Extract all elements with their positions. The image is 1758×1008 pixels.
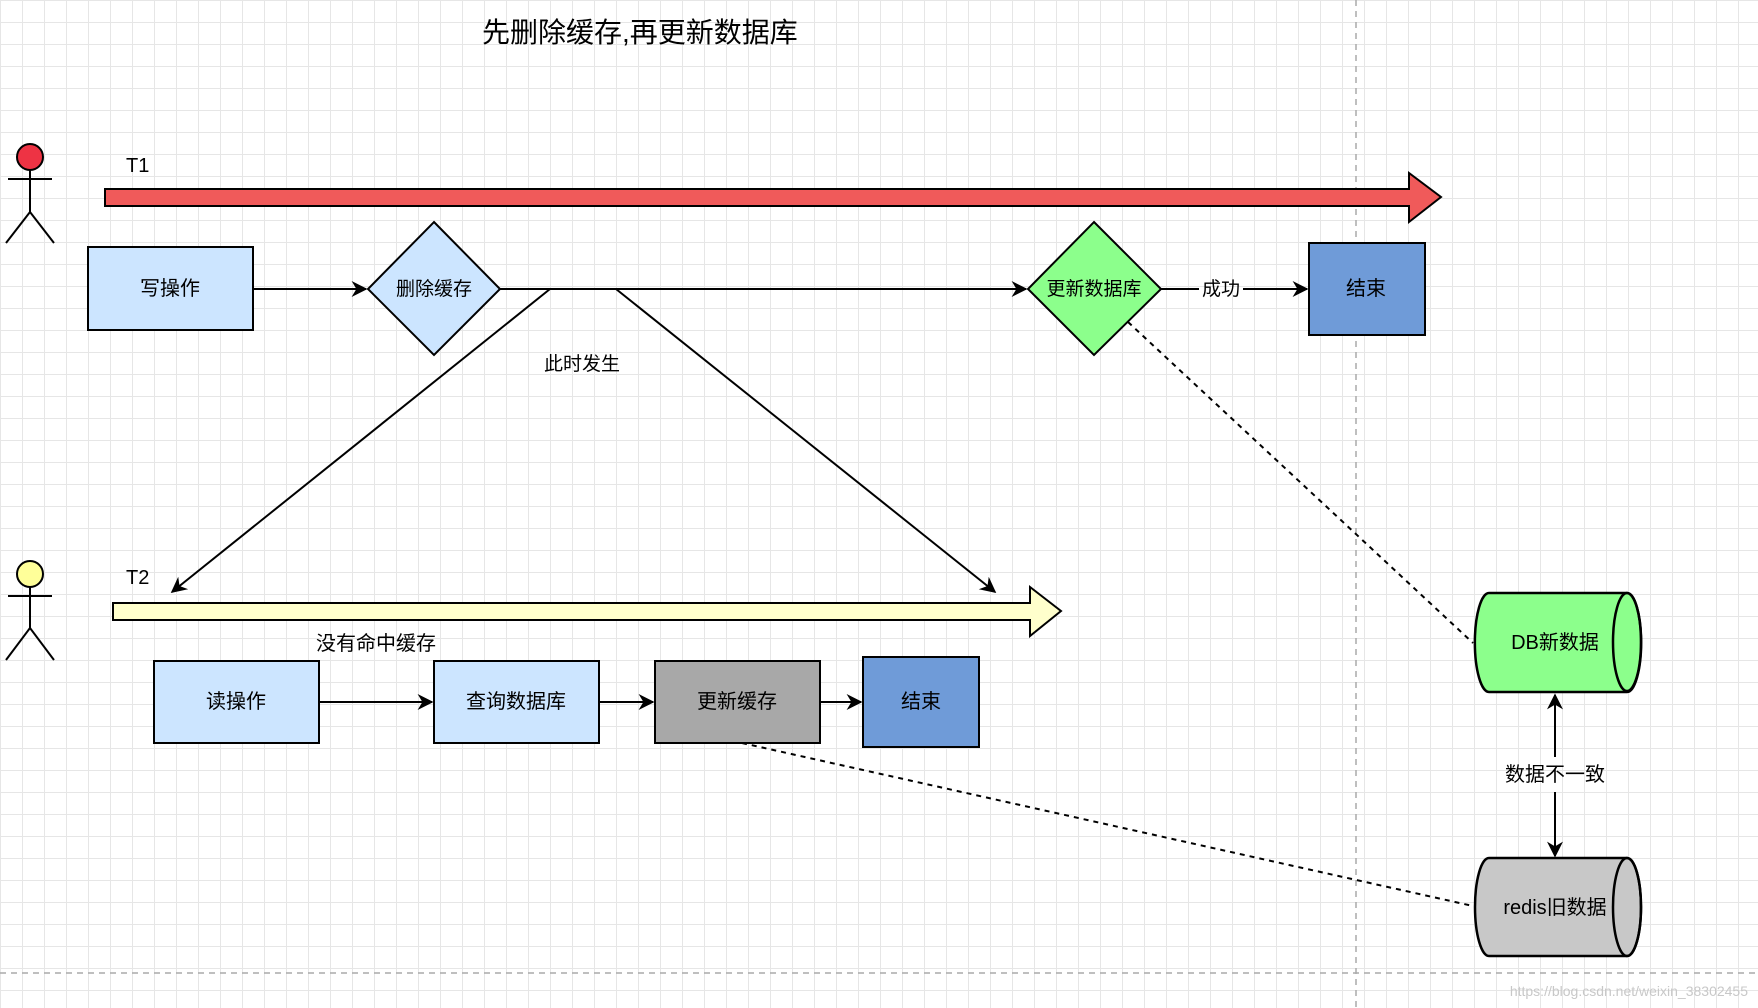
- cross-arrow-to-t2: [170, 288, 551, 594]
- delete-cache-label: 删除缓存: [396, 278, 472, 300]
- t1-label: T1: [126, 155, 149, 177]
- cache-miss-label: 没有命中缓存: [316, 632, 436, 655]
- dashed-link-update-db-to-db-store: [1127, 321, 1474, 644]
- actor-t2-head: [16, 560, 44, 588]
- t2-end-label: 结束: [901, 690, 941, 713]
- db-store[interactable]: [1473, 591, 1643, 694]
- inconsistency-label: 数据不一致: [1505, 763, 1605, 786]
- t2-timeline-arrow: [112, 584, 1063, 639]
- cross-arrow-to-t2-end: [615, 288, 997, 593]
- redis-store[interactable]: [1473, 856, 1643, 958]
- write-operation-box[interactable]: [87, 246, 254, 331]
- db-store-label: DB新数据: [1511, 631, 1599, 654]
- actor-t2[interactable]: [5, 560, 55, 661]
- watermark-text: https://blog.csdn.net/weixin_38302455: [1510, 983, 1748, 999]
- query-db-box[interactable]: [433, 660, 600, 744]
- actor-t1-head: [16, 143, 44, 171]
- update-cache-box[interactable]: [654, 660, 821, 744]
- dashed-link-update-cache-to-redis: [741, 742, 1474, 907]
- t1-end-label: 结束: [1346, 277, 1386, 300]
- query-db-label: 查询数据库: [466, 690, 566, 713]
- actor-t1[interactable]: [5, 143, 55, 244]
- update-cache-label: 更新缓存: [697, 690, 777, 713]
- t1-timeline-arrow: [104, 171, 1443, 225]
- read-operation-label: 读操作: [206, 690, 266, 713]
- t2-label: T2: [126, 567, 149, 589]
- success-label: 成功: [1202, 278, 1240, 300]
- redis-store-label: redis旧数据: [1503, 896, 1606, 919]
- update-db-label: 更新数据库: [1046, 278, 1141, 300]
- diagram-title: 先删除缓存,再更新数据库: [482, 17, 798, 48]
- t2-end-box[interactable]: [862, 656, 980, 748]
- write-operation-label: 写操作: [140, 277, 200, 300]
- update-db-diamond[interactable]: [1026, 220, 1163, 357]
- read-operation-box[interactable]: [153, 660, 320, 744]
- delete-cache-diamond[interactable]: [366, 220, 502, 357]
- happens-now-label: 此时发生: [544, 353, 620, 375]
- t1-end-box[interactable]: [1308, 242, 1426, 336]
